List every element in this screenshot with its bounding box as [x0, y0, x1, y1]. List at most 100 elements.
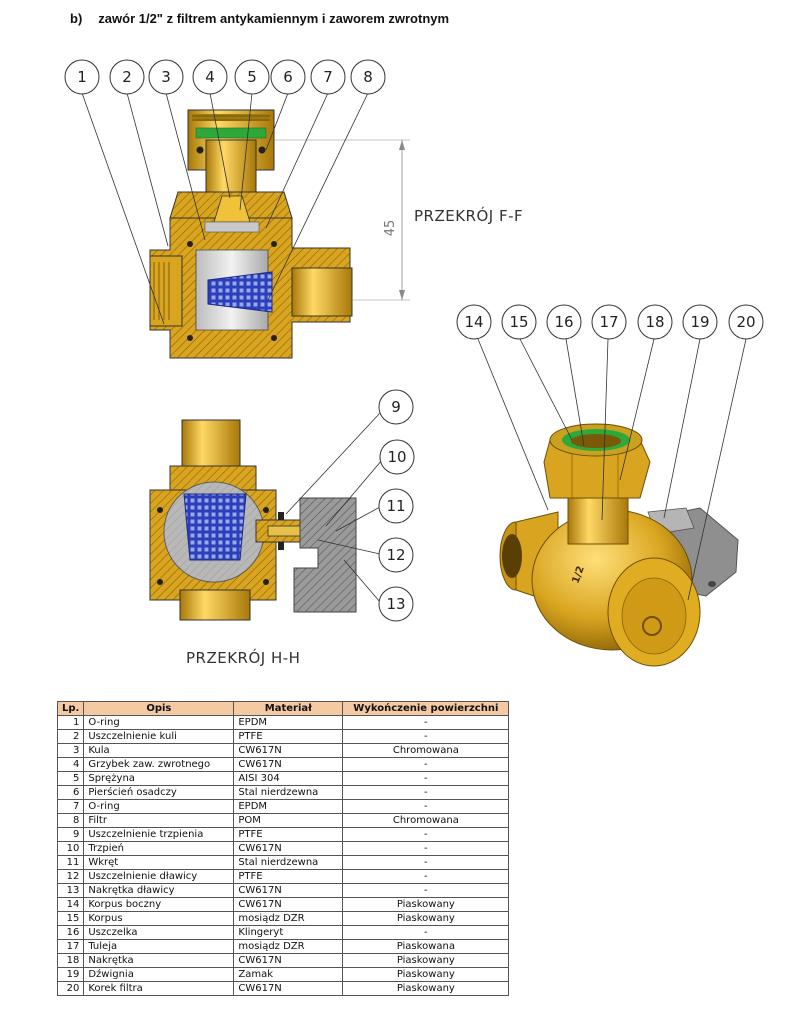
cell-lp: 10 — [56, 841, 85, 856]
cell-finish: - — [342, 785, 510, 800]
svg-text:7: 7 — [323, 68, 333, 86]
cell-lp: 2 — [56, 729, 85, 744]
cell-material: AISI 304 — [233, 771, 344, 786]
svg-text:5: 5 — [247, 68, 257, 86]
cell-opis: Nakrętka dławicy — [83, 883, 235, 898]
section-label-hh: PRZEKRÓJ H-H — [186, 648, 300, 667]
cell-finish: Piaskowany — [342, 911, 510, 926]
callout-1: 1 — [64, 59, 100, 95]
cell-lp: 3 — [56, 743, 85, 758]
svg-text:4: 4 — [205, 68, 215, 86]
cell-material: mosiądz DZR — [233, 911, 344, 926]
cell-opis: Uszczelnienie dławicy — [83, 869, 235, 884]
cell-finish: Piaskowany — [342, 953, 510, 968]
cell-finish: - — [342, 855, 510, 870]
cell-opis: Wkręt — [83, 855, 235, 870]
cell-lp: 8 — [56, 813, 85, 828]
cell-finish: - — [342, 715, 510, 730]
cell-lp: 9 — [56, 827, 85, 842]
callout-13: 13 — [378, 586, 414, 622]
callout-14: 14 — [456, 304, 492, 340]
svg-text:13: 13 — [386, 595, 405, 613]
valve-3d-view: 1/2 — [499, 423, 739, 667]
cell-material: CW617N — [233, 883, 344, 898]
cell-material: CW617N — [233, 897, 344, 912]
cell-material: CW617N — [233, 981, 344, 996]
callout-16: 16 — [546, 304, 582, 340]
cell-opis: Dźwignia — [83, 967, 235, 982]
cell-material: Zamak — [233, 967, 344, 982]
cell-material: Klingeryt — [233, 925, 344, 940]
cell-finish: Piaskowany — [342, 967, 510, 982]
section-ff-drawing: 45 PRZEKRÓJ F-F — [149, 109, 523, 359]
cell-lp: 14 — [56, 897, 85, 912]
callout-19: 19 — [682, 304, 718, 340]
callouts-1-8: 1 2 3 4 5 6 7 8 — [64, 59, 386, 95]
header-finish: Wykończenie powierzchni — [342, 701, 510, 716]
cell-material: Stal nierdzewna — [233, 855, 344, 870]
svg-text:19: 19 — [690, 313, 709, 331]
cell-material: CW617N — [233, 743, 344, 758]
cell-material: EPDM — [233, 799, 344, 814]
document-heading: b) zawór 1/2" z filtrem antykamiennym i z… — [70, 11, 449, 26]
section-hh-drawing: PRZEKRÓJ H-H — [149, 419, 357, 667]
callouts-9-13: 9 10 11 12 13 — [378, 389, 415, 622]
callout-6: 6 — [270, 59, 306, 95]
callout-2: 2 — [109, 59, 145, 95]
cell-material: PTFE — [233, 827, 344, 842]
heading-title: zawór 1/2" z filtrem antykamiennym i zaw… — [98, 11, 450, 26]
cell-lp: 19 — [56, 967, 85, 982]
callout-3: 3 — [148, 59, 184, 95]
svg-text:20: 20 — [736, 313, 755, 331]
cell-finish: - — [342, 841, 510, 856]
heading-index: b) — [70, 11, 83, 26]
cell-lp: 16 — [56, 925, 85, 940]
svg-text:6: 6 — [283, 68, 293, 86]
cell-finish: - — [342, 883, 510, 898]
cell-opis: O-ring — [83, 715, 235, 730]
header-lp: Lp. — [56, 701, 85, 716]
cell-opis: Kula — [83, 743, 235, 758]
cell-material: PTFE — [233, 729, 344, 744]
header-material: Materiał — [233, 701, 344, 716]
cell-opis: Grzybek zaw. zwrotnego — [83, 757, 235, 772]
callout-17: 17 — [591, 304, 627, 340]
callout-18: 18 — [637, 304, 673, 340]
callout-10: 10 — [379, 439, 415, 475]
cell-opis: Korpus boczny — [83, 897, 235, 912]
cell-finish: - — [342, 729, 510, 744]
cell-opis: O-ring — [83, 799, 235, 814]
parts-table: Lp. Opis Materiał Wykończenie powierzchn… — [56, 701, 510, 996]
cell-opis: Trzpień — [83, 841, 235, 856]
valve-drawings: 45 PRZEKRÓJ F-F 1 2 3 4 5 6 7 8 — [64, 59, 764, 667]
svg-text:18: 18 — [645, 313, 664, 331]
callout-11: 11 — [378, 488, 414, 524]
cell-opis: Pierścień osadczy — [83, 785, 235, 800]
svg-text:15: 15 — [509, 313, 528, 331]
callout-7: 7 — [310, 59, 346, 95]
cell-opis: Korek filtra — [83, 981, 235, 996]
cell-material: mosiądz DZR — [233, 939, 344, 954]
svg-text:1: 1 — [77, 68, 87, 86]
svg-text:2: 2 — [122, 68, 132, 86]
section-label-ff: PRZEKRÓJ F-F — [414, 206, 523, 225]
cell-opis: Tuleja — [83, 939, 235, 954]
svg-text:3: 3 — [161, 68, 171, 86]
svg-text:17: 17 — [599, 313, 618, 331]
callouts-14-20: 14 15 16 17 18 19 20 — [456, 304, 764, 340]
cell-lp: 13 — [56, 883, 85, 898]
cell-finish: - — [342, 771, 510, 786]
svg-text:10: 10 — [387, 448, 406, 466]
callout-12: 12 — [378, 537, 414, 573]
cell-opis: Korpus — [83, 911, 235, 926]
